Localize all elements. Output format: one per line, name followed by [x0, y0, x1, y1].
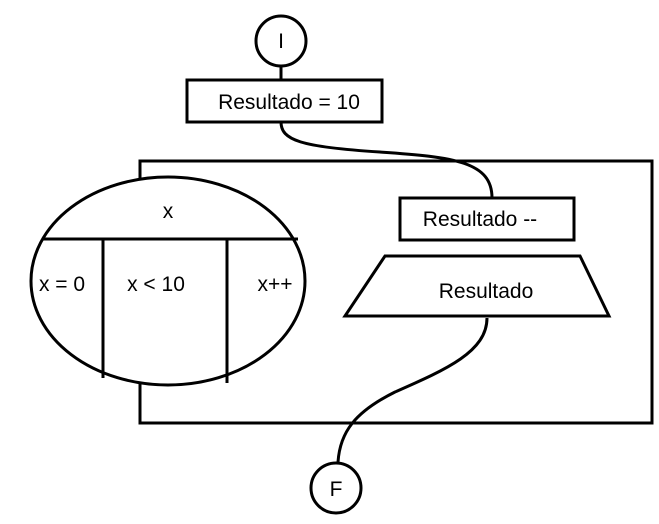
- decrement-process-label: Resultado --: [423, 208, 537, 231]
- loop-variable: x: [163, 200, 174, 223]
- start-node: I: [254, 14, 308, 68]
- decrement-process: Resultado --: [398, 196, 576, 242]
- loop-init: x = 0: [39, 273, 85, 296]
- connector-output-to-end: [336, 317, 489, 463]
- for-loop-header: x x = 0 x < 10 x++: [29, 175, 307, 387]
- init-process-label: Resultado = 10: [218, 91, 360, 114]
- loop-ellipse: [29, 175, 307, 387]
- output-trapezoid: [342, 254, 612, 318]
- decrement-process-box: [398, 196, 576, 242]
- start-circle: [254, 14, 308, 68]
- end-node: F: [309, 461, 363, 515]
- start-label: I: [278, 30, 284, 53]
- loop-condition: x < 10: [127, 273, 185, 296]
- output-label: Resultado: [439, 280, 534, 303]
- output-node: Resultado: [342, 254, 612, 318]
- connector-init-to-loop: [279, 121, 494, 199]
- init-process: Resultado = 10: [185, 78, 384, 124]
- init-process-box: [185, 78, 384, 124]
- loop-increment: x++: [257, 273, 292, 296]
- end-label: F: [330, 478, 343, 501]
- end-circle: [309, 461, 363, 515]
